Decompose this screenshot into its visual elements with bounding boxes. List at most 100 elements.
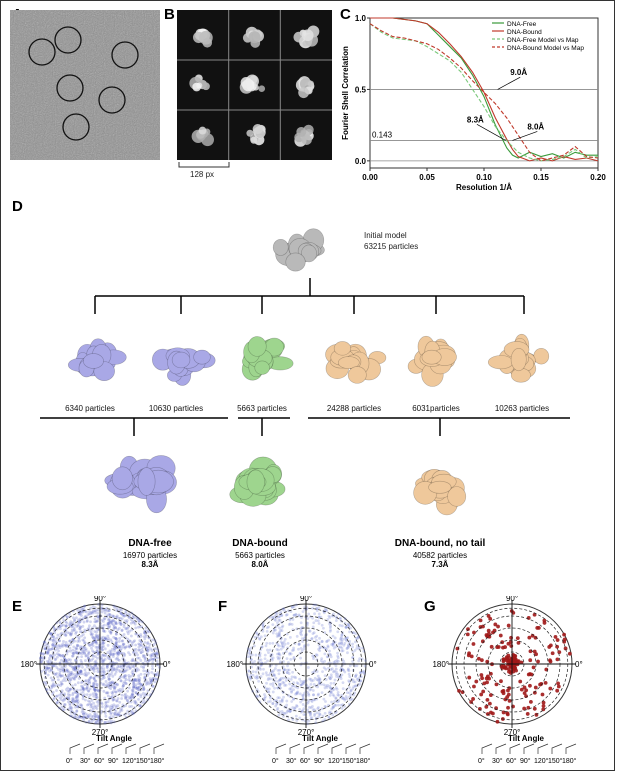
final-map-3-count: 40582 particles bbox=[412, 551, 468, 560]
final-map-3-name: DNA-bound, no tail bbox=[394, 538, 486, 549]
tilt-tick-label: 90° bbox=[314, 757, 325, 765]
tilt-tick-label: 0° bbox=[66, 757, 73, 765]
final-map-1-name: DNA-free bbox=[128, 538, 172, 549]
y-tick-label: 0.0 bbox=[355, 157, 367, 166]
tilt-tick-label: 150° bbox=[342, 757, 357, 765]
tilt-tick-label: 90° bbox=[520, 757, 531, 765]
panel-label-e: E bbox=[12, 598, 23, 615]
class-3-count: 5663 particles bbox=[237, 404, 287, 413]
x-tick-label: 0.10 bbox=[476, 173, 492, 182]
legend-label: DNA-Bound Model vs Map bbox=[507, 45, 584, 52]
y-tick-label: 0.5 bbox=[355, 85, 367, 94]
final-map-dna-bound-no-tail bbox=[413, 469, 467, 516]
angle-label-right: 0° bbox=[575, 660, 583, 669]
tilt-tick-label: 0° bbox=[478, 757, 485, 765]
tilt-tick-label: 60° bbox=[300, 757, 311, 765]
polar-plot-G: 90°180°0°270°Tilt Angle0°30°60°90°120°15… bbox=[432, 596, 582, 765]
final-map-1-resolution: 8.3Å bbox=[141, 560, 159, 569]
angle-label-right: 0° bbox=[369, 660, 377, 669]
angular-distribution-plots: 90°180°0°270°Tilt Angle0°30°60°90°120°15… bbox=[20, 596, 582, 765]
final-map-2-resolution: 8.0Å bbox=[251, 560, 269, 569]
class-6-count: 10263 particles bbox=[494, 404, 550, 413]
class-4-count: 24288 particles bbox=[326, 404, 382, 413]
class-average-tile bbox=[192, 28, 213, 48]
tilt-tick-label: 30° bbox=[492, 757, 503, 765]
resolution-annotation: 9.0Å bbox=[510, 68, 527, 77]
angle-label-top: 90° bbox=[506, 596, 518, 603]
x-tick-label: 0.20 bbox=[590, 173, 606, 182]
particle-circle bbox=[54, 26, 82, 54]
class-map-6 bbox=[487, 333, 550, 383]
angle-label-left: 180° bbox=[20, 660, 37, 669]
x-tick-label: 0.00 bbox=[362, 173, 378, 182]
scale-bar-label: 128 px bbox=[190, 170, 215, 179]
particle-circle bbox=[56, 74, 84, 102]
angle-label-left: 180° bbox=[226, 660, 243, 669]
polar-plot-F: 90°180°0°270°Tilt Angle0°30°60°90°120°15… bbox=[226, 596, 376, 765]
class-average-tile bbox=[293, 25, 320, 49]
scale-bar bbox=[178, 162, 230, 168]
tilt-angle-title: Tilt Angle bbox=[508, 734, 545, 743]
class-averages-grid bbox=[177, 10, 332, 160]
tilt-tick-label: 60° bbox=[94, 757, 105, 765]
class-average-tile bbox=[239, 74, 266, 94]
tilt-tick-label: 180° bbox=[150, 757, 165, 765]
angle-label-left: 180° bbox=[432, 660, 449, 669]
class-1-count: 6340 particles bbox=[65, 404, 115, 413]
initial-model-title: Initial model bbox=[364, 231, 407, 240]
resolution-annotation: 8.3Å bbox=[467, 115, 484, 124]
y-tick-label: 1.0 bbox=[355, 14, 367, 23]
class-map-5 bbox=[407, 335, 457, 387]
classification-tree bbox=[40, 228, 570, 516]
tilt-tick-label: 90° bbox=[108, 757, 119, 765]
final-map-dna-bound bbox=[229, 456, 286, 507]
angle-label-top: 90° bbox=[300, 596, 312, 603]
initial-model-count: 63215 particles bbox=[364, 242, 419, 251]
class-average-tile bbox=[242, 26, 264, 48]
angle-label-right: 0° bbox=[163, 660, 171, 669]
class-5-count: 6031particles bbox=[412, 404, 460, 413]
tilt-tick-label: 120° bbox=[534, 757, 549, 765]
angle-label-bottom: 270° bbox=[92, 728, 109, 737]
panel-label-f: F bbox=[218, 598, 228, 615]
angle-label-top: 90° bbox=[94, 596, 106, 603]
class-average-tile bbox=[295, 76, 315, 99]
final-map-2-name: DNA-bound bbox=[232, 538, 288, 549]
reference-line-label: 0.143 bbox=[372, 130, 393, 139]
angle-label-bottom: 270° bbox=[504, 728, 521, 737]
tilt-angle-title: Tilt Angle bbox=[96, 734, 133, 743]
tilt-tick-label: 30° bbox=[286, 757, 297, 765]
legend-label: DNA-Bound bbox=[507, 29, 542, 36]
panel-label-c: C bbox=[340, 6, 351, 23]
particle-circle bbox=[28, 38, 56, 66]
tilt-tick-label: 150° bbox=[136, 757, 151, 765]
particle-circle bbox=[111, 41, 139, 69]
x-tick-label: 0.15 bbox=[533, 173, 549, 182]
angle-label-bottom: 270° bbox=[298, 728, 315, 737]
series-line-3 bbox=[369, 23, 599, 162]
class-average-tile bbox=[294, 124, 314, 147]
particle-circle bbox=[62, 113, 90, 141]
resolution-annotation: 8.0Å bbox=[527, 122, 544, 131]
particle-circle bbox=[98, 86, 126, 114]
class-map-1 bbox=[67, 338, 127, 382]
tilt-tick-label: 120° bbox=[122, 757, 137, 765]
panel-label-b: B bbox=[164, 6, 175, 23]
legend-label: DNA-Free Model vs Map bbox=[507, 37, 579, 44]
legend-label: DNA-Free bbox=[507, 21, 537, 28]
x-axis-label: Resolution 1/Å bbox=[456, 183, 512, 192]
initial-model-map bbox=[272, 228, 325, 272]
class-map-2 bbox=[152, 347, 216, 386]
tilt-tick-label: 180° bbox=[356, 757, 371, 765]
class-map-4 bbox=[325, 341, 387, 384]
micrograph-image bbox=[10, 10, 160, 160]
class-map-3 bbox=[241, 336, 294, 381]
polar-plot-E: 90°180°0°270°Tilt Angle0°30°60°90°120°15… bbox=[20, 596, 170, 765]
final-map-dna-free bbox=[104, 455, 177, 514]
tilt-tick-label: 180° bbox=[562, 757, 577, 765]
class-average-tile bbox=[189, 74, 210, 92]
tilt-angle-title: Tilt Angle bbox=[302, 734, 339, 743]
final-map-2-count: 5663 particles bbox=[235, 551, 285, 560]
y-axis-label: Fourier Shell Correlation bbox=[341, 46, 350, 140]
series-line-4 bbox=[369, 23, 599, 162]
